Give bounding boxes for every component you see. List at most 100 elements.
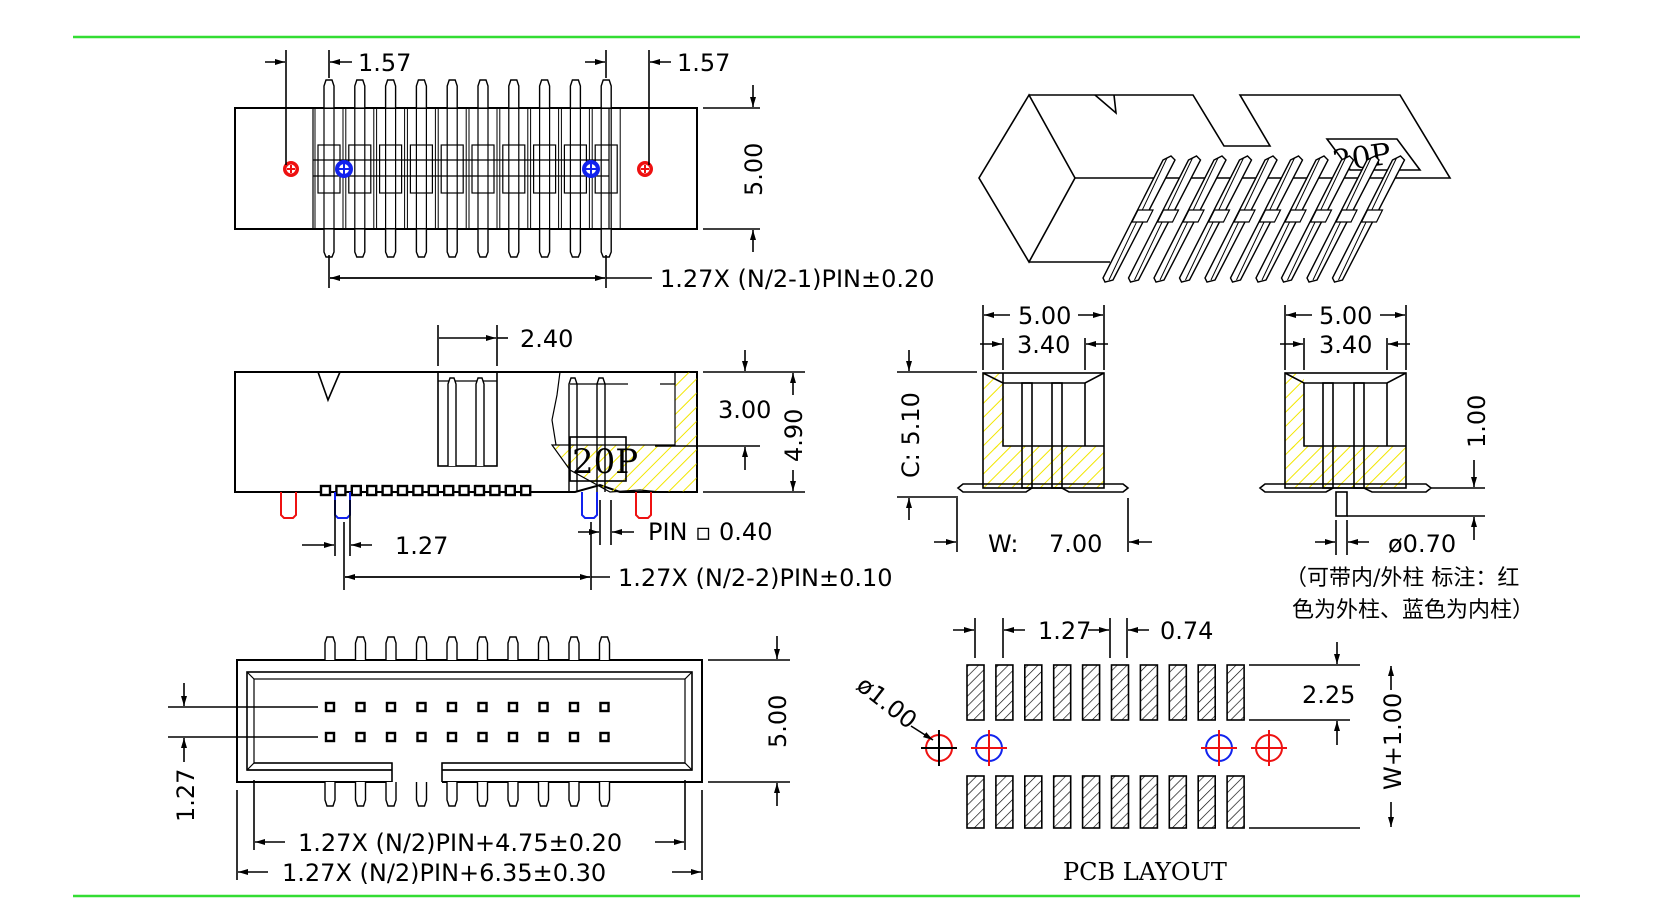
side-total-height-label: 4.90 xyxy=(780,409,808,462)
front-bottom-pin xyxy=(568,782,580,807)
outer-post-hole-right xyxy=(1251,730,1287,766)
front-contact-hole xyxy=(477,731,488,743)
front-contact-hole xyxy=(385,731,397,743)
pcb-pad-bottom xyxy=(1110,775,1130,829)
front-contact-hole xyxy=(599,701,610,713)
side-bottom-pin xyxy=(396,484,409,497)
top-view-pin xyxy=(406,79,436,258)
front-contact-hole xyxy=(416,701,427,713)
side-bottom-pin xyxy=(319,484,332,497)
front-outer-length-label: 1.27X (N/2)PIN+6.35±0.30 xyxy=(282,859,606,887)
front-contact-hole xyxy=(568,731,580,743)
front-bottom-pin xyxy=(354,782,367,807)
front-top-pin xyxy=(354,636,367,660)
isometric-pin xyxy=(1306,155,1380,283)
isometric-view: 20P xyxy=(978,93,1452,283)
front-bottom-pin xyxy=(476,782,489,807)
top-right-offset-label: 1.57 xyxy=(677,49,730,77)
front-bottom-pin xyxy=(537,782,550,807)
front-top-pin xyxy=(598,636,611,660)
front-contact-hole xyxy=(324,701,336,713)
end-b-post-diameter-label: ø0.70 xyxy=(1388,530,1456,558)
top-view: 1.57 1.57 5.00 1.27X (N/2-1)PIN±0.20 xyxy=(234,49,935,293)
front-top-pin xyxy=(415,636,428,660)
front-contact-hole xyxy=(538,701,549,713)
isometric-pin xyxy=(1153,155,1227,283)
front-top-pin xyxy=(476,636,489,660)
pcb-pad-top xyxy=(966,664,985,721)
pcb-pad-top xyxy=(1052,664,1072,721)
pcb-pad-bottom xyxy=(995,775,1014,829)
front-contact-hole xyxy=(507,731,519,743)
side-cut-pin xyxy=(596,377,606,492)
side-bottom-pin xyxy=(473,484,486,497)
pcb-pad-top xyxy=(1197,664,1216,721)
front-inner-length-label: 1.27X (N/2)PIN+4.75±0.20 xyxy=(298,829,622,857)
inner-post-right xyxy=(581,492,598,519)
front-top-pin xyxy=(324,636,336,660)
isometric-pin xyxy=(1178,155,1253,283)
pcb-layout-title: PCB LAYOUT xyxy=(1063,858,1227,886)
side-cutout-width-label: 2.40 xyxy=(520,325,573,353)
pcb-pad-bottom xyxy=(1197,775,1216,829)
pcb-pad-bottom xyxy=(1226,775,1245,829)
side-pitch-label: 1.27 xyxy=(395,532,448,560)
pcb-pad-gap-label: 2.25 xyxy=(1302,681,1355,709)
post-color-note-line2: 色为外柱、蓝色为内柱） xyxy=(1292,598,1534,623)
side-bottom-pin xyxy=(443,484,455,497)
front-contact-hole xyxy=(446,731,458,743)
side-cavity-depth-label: 3.00 xyxy=(718,396,771,424)
front-row-pitch-label: 1.27 xyxy=(172,769,200,822)
side-bottom-pin xyxy=(350,484,362,497)
front-top-pin xyxy=(507,636,519,660)
top-height-label: 5.00 xyxy=(740,143,768,196)
isometric-pin xyxy=(1331,155,1406,283)
front-view: 1.27 5.00 1.27X (N/2)PIN+4.75±0.20 1.27X… xyxy=(168,636,792,887)
isometric-pin xyxy=(1102,155,1176,283)
outer-post-left xyxy=(280,492,297,519)
end-a-width-prefix: W: xyxy=(988,530,1018,558)
front-contact-hole xyxy=(477,701,488,713)
outer-post-marker-right xyxy=(637,161,653,177)
side-cut-pin xyxy=(568,377,578,492)
front-bottom-pin xyxy=(446,782,458,807)
side-cut-hatch xyxy=(550,371,698,493)
pcb-hole-diameter-label: ø1.00 xyxy=(851,671,922,735)
end-b-inner-width-label: 3.40 xyxy=(1319,331,1372,359)
pcb-pad-width-label: 0.74 xyxy=(1160,617,1213,645)
isometric-pin xyxy=(1204,155,1278,283)
outer-post-marker-left xyxy=(283,161,299,177)
side-bottom-pin xyxy=(381,484,393,497)
front-contact-hole xyxy=(599,731,610,743)
isometric-pin xyxy=(1280,155,1355,283)
front-height-label: 5.00 xyxy=(764,695,792,748)
inner-post-marker-right xyxy=(582,160,600,178)
pcb-pad-top xyxy=(1168,664,1188,721)
front-contact-hole xyxy=(507,701,519,713)
front-contact-hole xyxy=(324,731,336,743)
front-bottom-pin xyxy=(598,782,611,807)
front-top-pin xyxy=(568,636,580,660)
pcb-pad-top xyxy=(1139,664,1159,721)
inner-post-hole-left xyxy=(971,730,1007,766)
pcb-pad-top xyxy=(1226,664,1245,721)
outer-post-right xyxy=(635,492,652,519)
side-bottom-pin xyxy=(366,484,378,497)
front-bottom-pin xyxy=(507,782,519,807)
side-bottom-pin xyxy=(335,484,347,497)
front-top-pin xyxy=(537,636,550,660)
top-pitch-span-label: 1.27X (N/2-1)PIN±0.20 xyxy=(660,265,935,293)
front-top-pin xyxy=(385,636,397,660)
side-bottom-pin xyxy=(412,484,424,497)
pcb-layout: 1.27 0.74 2.25 W+1.00 ø1.00 PCB LAYOUT xyxy=(851,617,1407,886)
side-window-pin xyxy=(475,377,485,466)
front-contact-hole xyxy=(538,731,549,743)
pcb-pad-top xyxy=(1024,664,1043,721)
pcb-pad-bottom xyxy=(1168,775,1188,829)
pcb-pad-bottom xyxy=(1081,775,1101,829)
front-bottom-pin xyxy=(415,782,428,807)
isometric-pin xyxy=(1229,155,1304,283)
end-a-inner-width-label: 3.40 xyxy=(1017,331,1070,359)
top-view-pin xyxy=(437,79,467,258)
